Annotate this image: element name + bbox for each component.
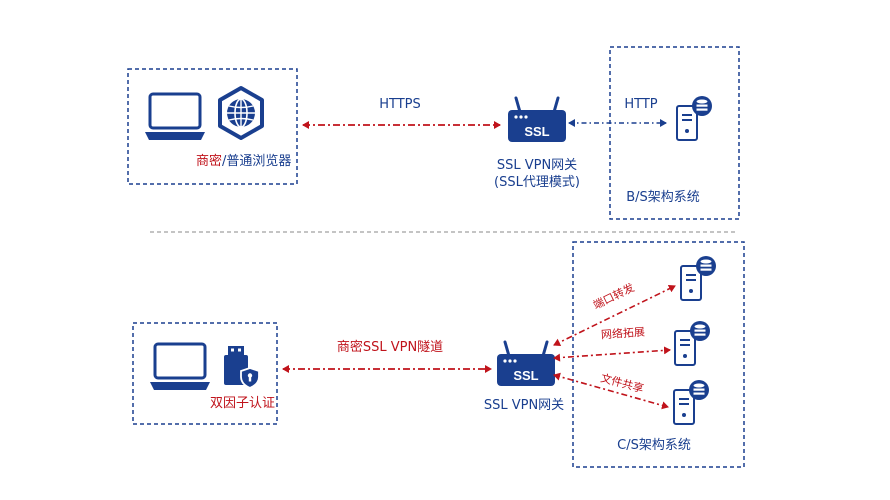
server-database-icon xyxy=(673,379,710,425)
server-database-icon xyxy=(674,320,711,366)
gateway-badge-text: SSL xyxy=(524,124,549,139)
bs-system-label: B/S架构系统 xyxy=(626,190,700,205)
port-forward-link-line xyxy=(553,285,676,346)
laptop-icon xyxy=(143,92,207,142)
gateway-mode: (SSL代理模式) xyxy=(494,175,580,190)
router-icon: SSL xyxy=(495,340,557,388)
network-extend-label: 网络拓展 xyxy=(600,325,646,342)
client-group-frame-2fa xyxy=(132,322,278,425)
globe-shield-icon xyxy=(218,86,264,140)
usb-key-icon xyxy=(224,346,260,389)
tunnel-label: 商密SSL VPN隧道 xyxy=(336,340,444,355)
file-share-link-line xyxy=(553,372,669,410)
cs-system-label: C/S架构系统 xyxy=(617,438,691,453)
gateway-name: SSL VPN网关 xyxy=(483,398,565,413)
server-database-icon xyxy=(676,95,713,141)
network-extend-link-line xyxy=(553,346,671,362)
https-label: HTTPS xyxy=(379,97,421,112)
browser-label: 商密/普通浏览器 xyxy=(196,154,291,170)
client-group-frame xyxy=(127,68,298,185)
gateway-name: SSL VPN网关 xyxy=(496,158,578,173)
gateway-badge-text: SSL xyxy=(513,368,538,383)
laptop-icon xyxy=(148,342,212,392)
two-factor-label: 双因子认证 xyxy=(210,396,276,411)
server-database-icon xyxy=(680,255,717,301)
http-label: HTTP xyxy=(624,97,658,112)
bs-system-frame xyxy=(609,46,740,220)
browser-label-red: 商密 xyxy=(196,154,223,169)
browser-label-blue: /普通浏览器 xyxy=(222,154,292,169)
router-icon: SSL xyxy=(506,96,568,144)
